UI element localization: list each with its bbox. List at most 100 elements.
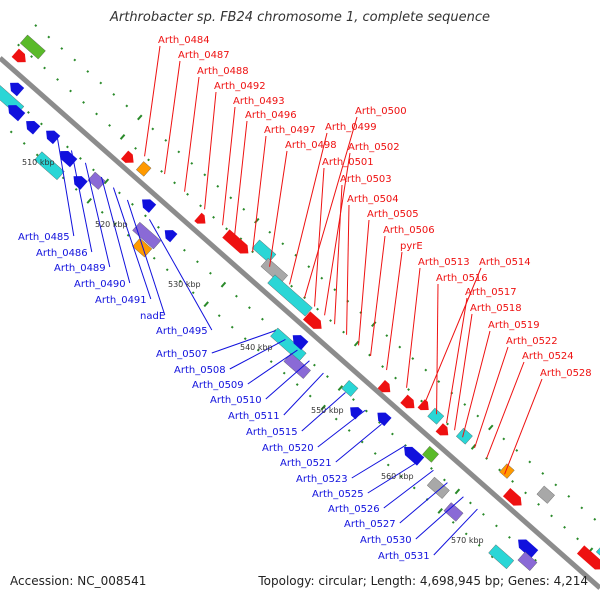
tick-mark [256,348,260,352]
forward-gene-label: Arth_0518 [470,303,522,314]
gene-block [260,257,288,284]
forward-gene-label: Arth_0499 [325,122,377,133]
gene-arrow [120,150,134,163]
tick-mark [365,409,368,413]
tick-mark [508,535,511,539]
gene-block [422,445,439,463]
gene-feature [11,48,26,63]
reverse-leader-line [335,423,382,463]
tick-mark [112,93,116,96]
gene-arrow [46,130,61,145]
tick-mark [498,468,501,472]
reverse-gene-label: Arth_0491 [95,295,147,306]
forward-gene-label: Arth_0522 [506,336,558,347]
tick-mark [399,475,403,478]
gene-arrow [292,335,309,350]
gene-arrow [350,407,363,420]
tick-mark [334,417,338,421]
tick-mark [160,169,163,173]
tick-mark [313,363,316,367]
tick-mark [165,268,169,272]
tick-mark [95,112,98,116]
forward-leader-line [269,150,288,267]
forward-gene-label: pyrE [400,241,423,252]
tick-mark [469,501,472,505]
reverse-leader-line [433,508,478,556]
kbp-label: 550 kbp [311,406,344,415]
tick-mark [177,150,181,154]
reverse-leader-line [84,162,111,268]
tick-mark [411,357,415,360]
tick-mark [35,153,39,157]
forward-gene-label: Arth_0503 [340,174,392,185]
reverse-gene-label: Arth_0509 [192,380,244,391]
gene-feature [455,427,473,445]
forward-leader-line [436,283,439,415]
gene-feature [34,151,65,181]
kbp-label: 530 kbp [168,280,201,289]
tick-mark [290,284,293,288]
forward-leader-line [486,361,525,459]
forward-leader-line [406,267,421,388]
tick-mark [203,301,209,308]
forward-leader-line [204,91,217,210]
forward-leader-line [346,204,350,335]
gene-block [426,476,450,499]
tick-mark [282,371,286,375]
forward-leader-line [370,235,386,357]
gene-arrow [417,399,429,411]
tick-mark [443,478,446,482]
gene-feature [517,551,538,571]
reverse-leader-line [317,409,366,448]
tick-mark [217,314,221,318]
tick-mark [248,306,251,310]
reverse-gene-label: Arth_0511 [228,411,280,422]
forward-leader-line [314,167,325,307]
tick-mark [463,403,467,406]
tick-mark [381,365,384,368]
tick-mark [118,191,121,195]
backbone [0,56,600,590]
accession-text: Accession: NC_008541 [10,574,147,588]
tick-mark [82,101,85,104]
reverse-gene-label: Arth_0507 [156,349,208,360]
reverse-gene-label: Arth_0523 [296,474,348,485]
reverse-gene-label: Arth_0520 [262,443,314,454]
forward-leader-line [144,45,161,157]
forward-gene-label: Arth_0497 [264,125,316,136]
tick-mark [40,122,43,126]
reverse-leader-line [148,219,213,331]
tick-mark [134,146,137,150]
gene-feature [499,463,515,479]
tick-mark [482,512,485,516]
tick-mark [86,197,92,204]
tick-mark [524,491,527,495]
gene-feature [427,407,445,425]
reverse-leader-line [70,150,93,253]
gene-block [132,237,153,258]
tick-mark [243,337,247,341]
reverse-gene-label: Arth_0485 [18,232,70,243]
tick-mark [183,248,186,252]
gene-feature [260,257,288,284]
reverse-gene-label: Arth_0521 [280,458,332,469]
forward-leader-line [184,76,200,192]
gene-feature [46,130,61,145]
reverse-leader-line [229,339,286,370]
tick-mark [528,460,532,464]
reverse-gene-label: Arth_0490 [74,279,126,290]
gene-feature [488,544,515,570]
tick-mark [178,279,182,283]
tick-mark [430,467,433,470]
tick-mark [371,321,377,328]
tick-mark [550,514,553,518]
tick-mark [100,210,104,214]
gene-arrow [518,539,539,559]
gene-block [427,407,445,425]
tick-mark [329,319,332,323]
tick-mark [511,480,514,483]
tick-mark [191,291,195,295]
kbp-label: 570 kbp [451,536,484,545]
gene-block [136,161,152,177]
tick-mark [437,507,443,514]
